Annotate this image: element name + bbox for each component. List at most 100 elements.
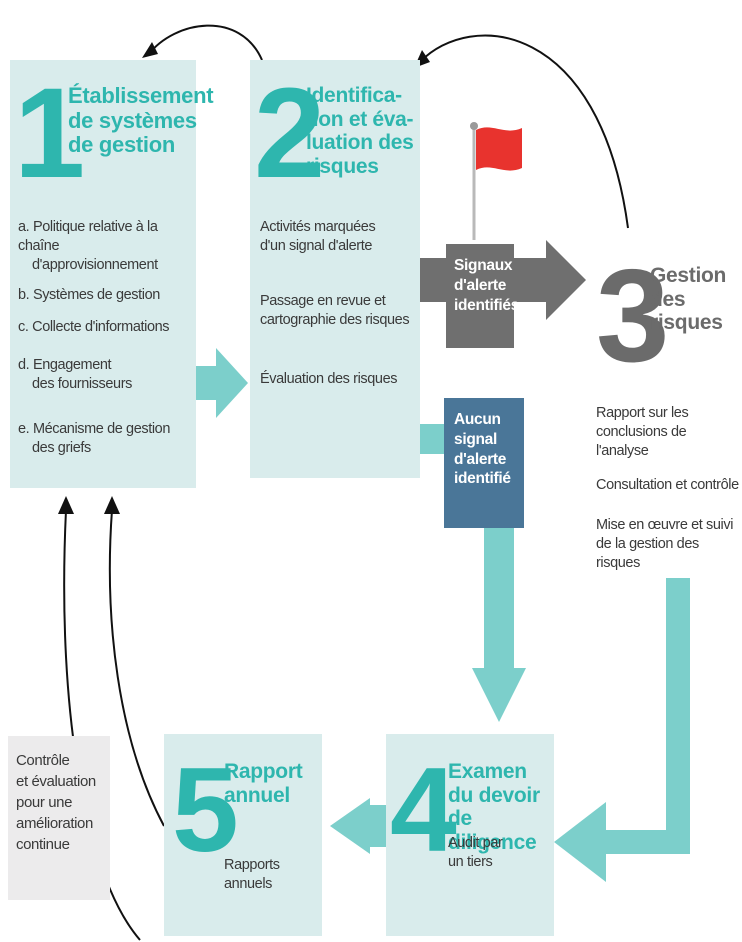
continuous-line: et évaluation [16,773,96,790]
step1-item-text: des griefs [32,440,91,457]
step3-title-line: Gestion [650,264,727,287]
step1-item-text: des fournisseurs [32,376,132,393]
step2-title: Identifica- tion et éva- luation des ris… [306,84,414,178]
step1-item-b: b. Systèmes de gestion [18,286,198,305]
step1-item-prefix: b. [18,287,30,303]
no-signal-line: d'alerte [454,450,507,468]
step1-item-text: Collecte d'informations [32,319,170,335]
feedback-curve-control-to-1-head [58,496,74,514]
step1-item-text: Politique relative à la chaîne [18,219,158,255]
step4-title-line: Examen [448,760,527,783]
step5-panel: 5 Rapport annuel Rapports annuels [164,734,322,936]
feedback-curve-5-to-1-head [104,496,120,514]
step5-sub-line: annuels [224,876,272,893]
step1-item-prefix: a. [18,219,30,235]
step2-title-line: risques [306,154,379,178]
arrow-1-to-2 [196,348,248,418]
flag-red [476,127,522,171]
arrow-4-to-5 [330,798,386,854]
step1-item-a: a. Politique relative à la chaîne d'appr… [18,218,202,275]
step2-number: 2 [254,62,326,205]
step1-panel: 1 Établissement de systèmes de gestion a… [10,60,214,488]
step4-number: 4 [390,743,457,877]
step3-item-line: Mise en œuvre et suivi [596,517,734,533]
no-signal-label: Aucun signal d'alerte identifié [454,410,511,489]
step3-item: Consultation et contrôle [596,476,742,495]
signal-found-box: Signaux d'alerte identifiés [446,244,519,348]
no-signal-box: Aucun signal d'alerte identifié [444,398,524,528]
step3-item: Rapport sur les conclusions de l'analyse [596,404,742,461]
step3-title: Gestion des risques [650,264,726,335]
step1-title-line: de systèmes [68,107,197,133]
step1-item-text: d'approvisionnement [32,257,158,274]
arrow-3-to-4-head [554,802,606,882]
step1-item-prefix: e. [18,421,30,437]
continuous-improvement-box: Contrôle et évaluation pour une améliora… [8,736,110,900]
continuous-line: amélioration [16,815,93,832]
step1-item-e: e. Mécanisme de gestion des griefs [18,420,198,458]
no-signal-line: signal [454,430,497,448]
step2-title-line: Identifica- [306,84,402,107]
feedback-curve-2-to-1 [147,24,263,61]
feedback-curve-3-to-2 [419,34,629,229]
signal-found-line: d'alerte [454,276,507,294]
step3-item: Mise en œuvre et suivi de la gestion des… [596,516,742,573]
step2-item-line: d'un signal d'alerte [260,238,373,255]
feedback-curve-2-to-1-head [142,42,158,58]
step2-item: Passage en revue et cartographie des ris… [260,292,422,330]
step3-title-line: des [650,287,686,311]
arrow-nosignal-to-4-stem [484,528,514,668]
step5-sub: Rapports annuels [224,856,280,894]
arrow-nosignal-to-4-head [472,668,526,722]
step1-title-line: de gestion [68,132,176,158]
step1-item-text: Mécanisme de gestion [32,421,171,437]
step1-title: Établissement de systèmes de gestion [68,83,214,158]
step4-sub-line: un tiers [448,854,493,871]
step5-title: Rapport annuel [224,760,303,807]
step5-title-line: annuel [224,783,290,807]
step2-title-line: luation des [306,131,414,155]
step3-number: 3 [596,242,670,389]
step1-item-c: c. Collecte d'informations [18,318,198,337]
step4-title-line: du devoir [448,783,540,807]
no-signal-line: Aucun [454,411,501,428]
step3-item-line: Rapport sur les [596,405,689,421]
step1-number: 1 [14,62,86,205]
signal-found-line: Signaux [454,257,513,274]
step2-item-line: Passage en revue et [260,293,386,309]
arrow-3-to-4-stem [666,578,690,854]
step1-item-prefix: d. [18,357,30,373]
no-signal-line: identifié [454,470,511,488]
feedback-curve-5-to-1 [108,509,165,827]
step2-panel: 2 Identifica- tion et éva- luation des r… [250,60,420,478]
step4-panel: 4 Examen du devoir de diligence Audit pa… [386,734,554,936]
step5-number: 5 [172,743,239,877]
step5-title-line: Rapport [224,760,303,783]
continuous-line: Contrôle [16,752,70,769]
connector-2-to-nosignal [420,424,446,454]
step3-title-line: risques [650,311,723,335]
step2-item: Activités marquées d'un signal d'alerte [260,218,420,256]
continuous-line: pour une [16,794,73,811]
step1-item-text: Systèmes de gestion [32,287,160,303]
step5-sub-line: Rapports [224,857,280,873]
arrow-3-to-4-bar [602,830,690,854]
continuous-improvement-label: Contrôle et évaluation pour une améliora… [16,750,96,855]
flag-pole-top [470,122,478,130]
step3-item-line: Consultation et contrôle [596,477,739,493]
step4-sub: Audit par un tiers [448,834,503,872]
step2-item-line: cartographie des risques [260,312,410,329]
continuous-line: continue [16,836,70,853]
signal-found-label: Signaux d'alerte identifiés [454,256,519,315]
step4-title-line: de diligence [448,807,537,854]
step4-title: Examen du devoir de diligence [448,760,554,854]
step3-item-line: conclusions de l'analyse [596,424,687,460]
step1-title-line: Établissement [68,83,214,108]
step4-sub-line: Audit par [448,835,503,851]
step2-item-line: Activités marquées [260,219,376,235]
step3-item-line: de la gestion des risques [596,536,699,572]
step1-item-text: Engagement [32,357,112,373]
signal-found-line: identifiés [454,296,520,314]
step2-title-line: tion et éva- [306,107,414,131]
